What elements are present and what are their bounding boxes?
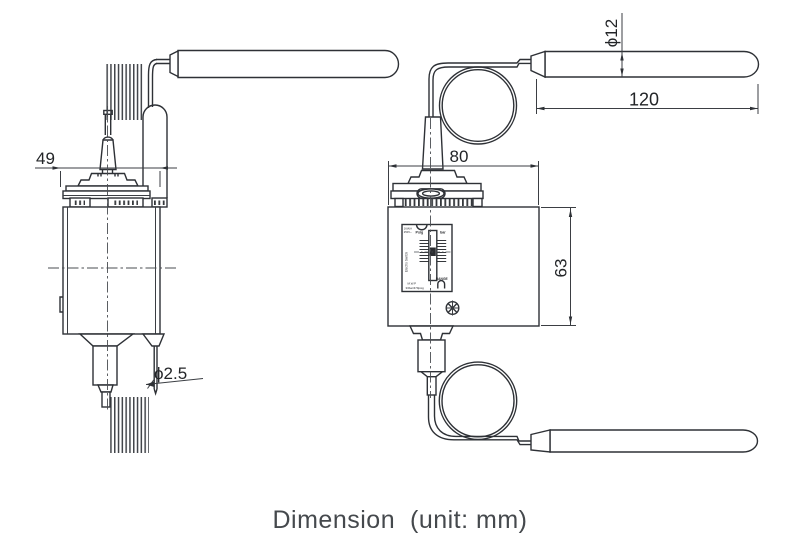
capillary-loop-top [438,66,518,145]
bottom-shoulder [96,384,114,393]
capillary-tube [433,394,531,442]
switch-dome [76,172,140,187]
label-brand: Electro Switch [405,252,409,272]
label-bar: bar [440,231,446,235]
sensor-bulb-cap [169,49,179,78]
dim-63: 63 [541,207,576,326]
gland-cap [102,136,114,141]
dim-capillary-diameter: ϕ2.5 [145,364,204,389]
label-rating1: 16(4)A [404,227,412,231]
dome-detail [97,169,119,177]
capillary-tube [432,62,531,117]
sensor-bulb-front-bottom [549,429,759,453]
label-rating2: 250V~ [404,230,412,234]
bulb-ferrule [156,58,171,65]
gland-shaft [104,114,112,135]
bottom-stem [101,391,111,408]
body-notch [59,296,63,313]
capillary-coil-top [105,64,143,120]
dim-120-text: 120 [629,90,659,110]
scale-ticks-left [419,239,429,263]
flange-plate-lower [62,190,151,200]
capillary-tube [151,62,158,107]
switch-body-front [387,206,540,327]
spec-label: 16(4)A 250V~ Electro Switch Psig bar RAN… [401,223,453,293]
capillary-funnel [141,333,166,347]
body-edge-lines [67,207,156,334]
dim-80: 80 [388,147,539,205]
dim-63-text: 63 [552,259,571,278]
capillary-sleeve-tube [142,104,168,198]
caption: Dimension (unit: mm) [272,506,528,534]
capillary-tube [428,58,531,117]
switch-body-side [62,206,161,335]
dim-bulb-diameter: ϕ12 [602,13,624,77]
sensor-bulb-cap [530,50,546,79]
dim-80-text: 80 [450,147,469,166]
terminal-teeth [154,200,165,205]
dim-bulb-diameter-text: ϕ12 [602,19,621,47]
side-view: 49 ϕ2.5 [35,49,400,453]
dim-49-text: 49 [36,149,55,168]
label-mwp2: 33bar/479psig [406,286,425,290]
gland-cone [99,139,117,171]
gland-tip [103,109,113,115]
scale-ticks-right [437,239,447,263]
terminal-block [394,197,404,208]
dim-49: 49 [35,149,177,187]
bottom-dome-front [408,325,455,341]
label-mwp1: M.W.P [408,282,417,286]
terminal-teeth [73,200,85,205]
shaft-hub-inner [421,190,441,197]
flange-plate-upper [65,185,149,192]
sensor-bulb-cap [530,429,551,453]
label-keyhole [437,279,446,289]
capillary-tube [427,394,531,446]
screw-symbol [445,300,460,316]
dim-capillary-text: ϕ2.5 [154,364,187,383]
capillary-loop-top-inner [441,68,515,142]
capillary-coil-bottom [109,397,149,453]
capillary-loop-bottom-inner [441,364,515,438]
switch-dome-front [406,169,469,185]
front-view: 16(4)A 250V~ Electro Switch Psig bar RAN… [387,13,760,453]
bottom-cylinder [92,345,118,386]
capillary-loop-bottom [438,361,518,441]
label-psig: Psig [416,231,424,235]
capillary-tube [147,58,158,108]
bottom-shoulder-front [418,371,445,378]
bottom-cylinder-front [417,339,446,373]
bottom-stem-front [426,376,437,396]
sensor-bulb-front-top [544,50,760,78]
terminal-teeth [112,200,138,205]
bottom-funnel [78,333,136,347]
dim-120: 120 [536,79,759,114]
gland-front-top [421,116,444,170]
terminal-block [472,197,483,208]
terminal-teeth-row [403,199,473,206]
sensor-bulb-side [177,49,400,79]
label-range: RANGE [436,277,449,281]
